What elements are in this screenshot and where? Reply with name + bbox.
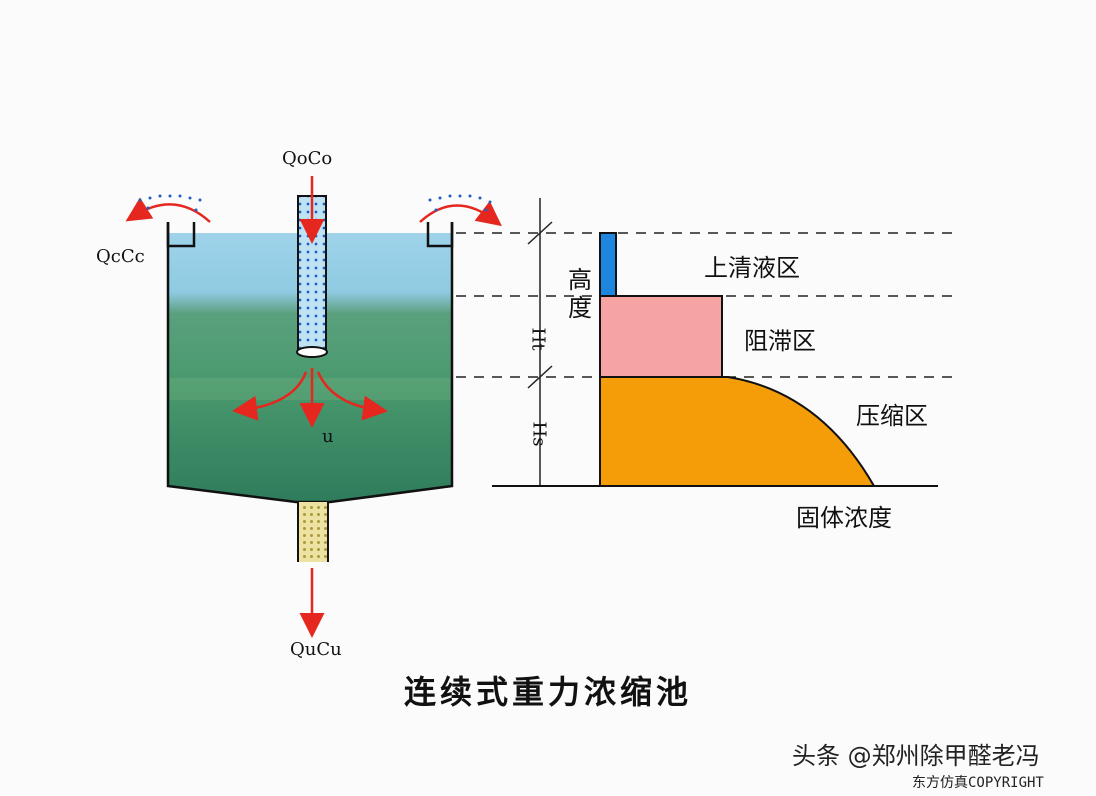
zone-clear-block <box>599 232 617 297</box>
zone-compression-label: 压缩区 <box>856 402 928 430</box>
watermark-line2: 东方仿真COPYRIGHT <box>912 775 1044 791</box>
zone-hindered-block <box>599 295 723 378</box>
velocity-label: u <box>322 426 334 447</box>
x-axis-label: 固体浓度 <box>796 504 892 532</box>
underflow-label: QuCu <box>290 639 342 660</box>
overflow-label: QcCc <box>96 246 145 267</box>
zone-clear-label: 上清液区 <box>704 254 800 282</box>
diagram-title: 连续式重力浓缩池 <box>403 673 692 711</box>
h-lower-label: Hs <box>528 421 550 447</box>
underflow-pipe <box>297 502 329 562</box>
watermark-line1: 头条 @郑州除甲醛老冯 <box>792 742 1040 770</box>
zone-profile <box>492 232 938 487</box>
y-axis-label: 高度 <box>568 266 592 322</box>
thickener-tank <box>166 222 454 504</box>
overflow-spray <box>138 194 492 212</box>
h-upper-label: Ht <box>527 327 549 351</box>
inflow-label: QoCo <box>282 148 333 169</box>
height-dimension <box>527 198 553 486</box>
flow-arrows <box>125 176 502 638</box>
zone-compression-block <box>599 376 876 487</box>
zone-hindered-label: 阻滞区 <box>744 327 816 355</box>
